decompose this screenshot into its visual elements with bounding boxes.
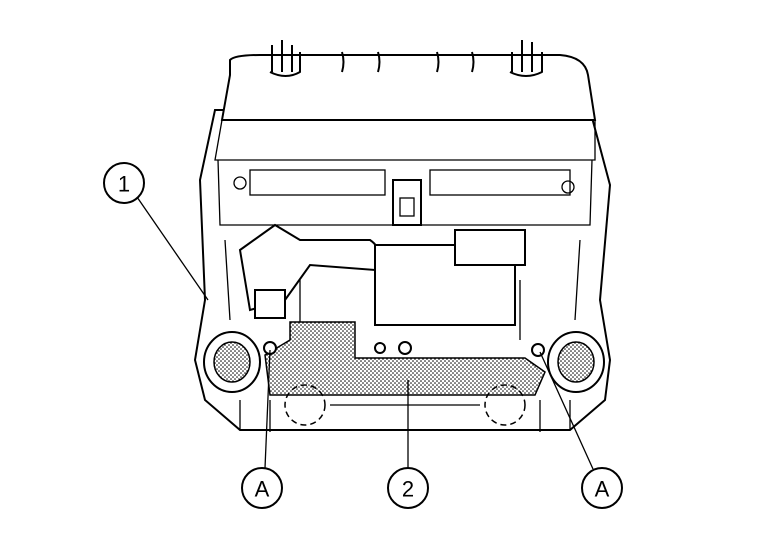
svg-text:1: 1 [118, 172, 130, 197]
side-connector [454, 229, 526, 266]
part-2-panel [264, 321, 546, 396]
console-lid [220, 54, 597, 121]
callout-1: 1 [103, 162, 145, 204]
screw-right [531, 343, 545, 357]
callout-a-left: A [241, 467, 283, 509]
top-clips [269, 40, 543, 77]
svg-text:A: A [255, 477, 270, 502]
svg-text:2: 2 [402, 477, 414, 502]
svg-text:A: A [595, 477, 610, 502]
center-connector [392, 179, 422, 226]
callout-2: 2 [387, 467, 429, 509]
callout-a-right: A [581, 467, 623, 509]
